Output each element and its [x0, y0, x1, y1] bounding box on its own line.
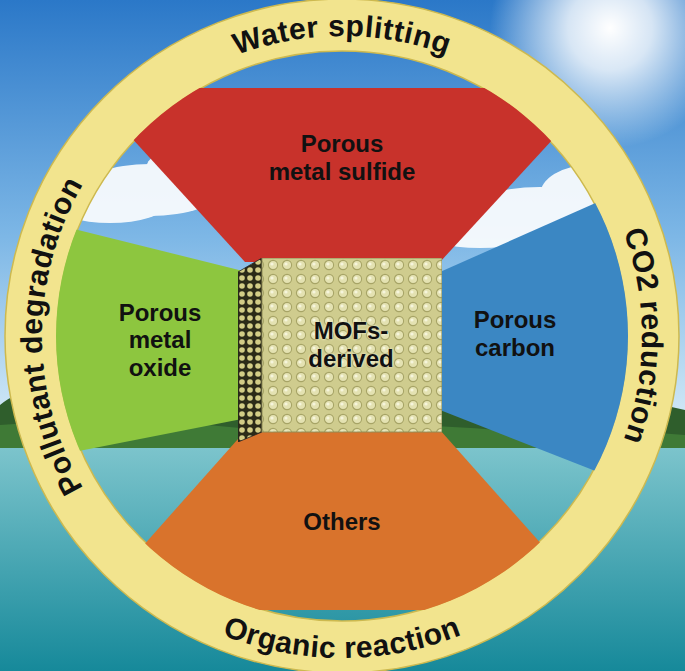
ring-band: [5, 0, 679, 671]
ring-label: Water splitting: [229, 9, 456, 61]
ring-label-group: Organic reaction: [220, 610, 465, 665]
cube-front-face: [262, 258, 442, 432]
node-label: Porous carbon: [454, 306, 576, 361]
oxide-trapezoid: [54, 224, 247, 456]
ring-label-group: Water splitting: [229, 9, 456, 61]
node-label: Porous metal oxide: [99, 299, 221, 382]
node-label: MOFs- derived: [290, 317, 412, 372]
cube-side-face: [238, 258, 262, 442]
node-label: Others: [267, 508, 417, 536]
oxide-trapezoid: Porous metal oxide: [54, 222, 248, 458]
carbon-trapezoid: [440, 186, 634, 486]
ring-label: Organic reaction: [220, 610, 465, 665]
mof-cube: MOFs- derived: [238, 258, 442, 442]
node-label: Porous metal sulfide: [267, 130, 417, 185]
others-trapezoid: [86, 430, 600, 610]
others-trapezoid: Others: [86, 428, 600, 612]
carbon-trapezoid: Porous carbon: [438, 184, 634, 488]
